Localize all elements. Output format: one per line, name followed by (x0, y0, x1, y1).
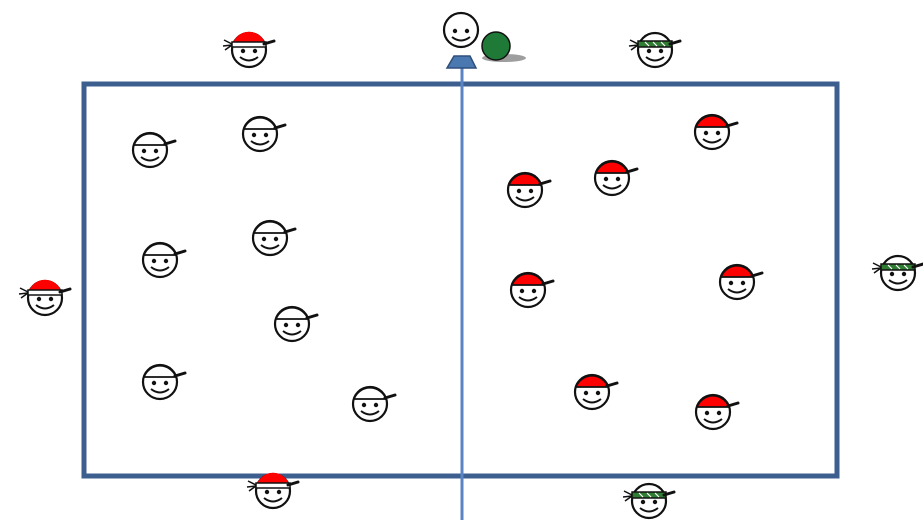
red-team-player (508, 173, 550, 207)
green-outside-player (623, 484, 674, 518)
red-team-player (695, 115, 737, 149)
red-team-player (575, 375, 617, 409)
white-team-player (353, 387, 395, 421)
white-team-player (133, 133, 175, 167)
white-team-player (253, 221, 295, 255)
red-outside-player (223, 32, 274, 67)
red-team-player (696, 395, 738, 429)
white-team-player (275, 307, 317, 341)
ball-icon (482, 32, 526, 62)
white-team-player (143, 365, 185, 399)
referee-icon (444, 13, 478, 68)
green-outside-player (872, 256, 923, 290)
red-outside-player (19, 280, 70, 315)
green-outside-player (629, 33, 680, 67)
red-team-player (595, 161, 637, 195)
white-team-player (243, 117, 285, 151)
red-team-player (720, 265, 762, 299)
red-team-player (511, 273, 553, 307)
white-team-player (143, 243, 185, 277)
